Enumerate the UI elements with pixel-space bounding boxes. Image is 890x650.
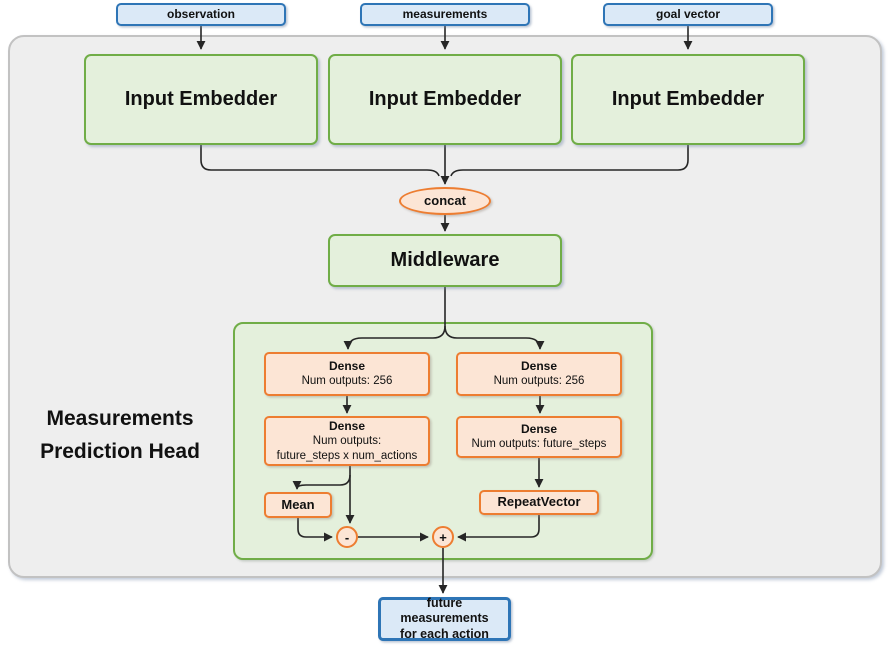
minus-operator-node: -: [336, 526, 358, 548]
left-dense2-box: Dense Num outputs: future_steps x num_ac…: [264, 416, 430, 466]
left-dense1-title: Dense: [328, 359, 366, 374]
head-title: Measurements Prediction Head: [14, 403, 226, 468]
right-dense1-title: Dense: [520, 359, 558, 374]
middleware-box: Middleware: [328, 234, 562, 287]
plus-operator-node: +: [432, 526, 454, 548]
left-dense1-subtitle: Num outputs: 256: [301, 375, 393, 388]
right-dense1-box: Dense Num outputs: 256: [456, 352, 622, 396]
input-box-observation: observation: [116, 3, 286, 26]
output-label-line2: for each action: [400, 626, 489, 641]
left-dense2-title: Dense: [328, 419, 366, 434]
left-dense1-box: Dense Num outputs: 256: [264, 352, 430, 396]
output-box-future-measurements: future measurements for each action: [378, 595, 511, 641]
input-embedder-label: Input Embedder: [611, 88, 765, 110]
right-dense2-title: Dense: [520, 422, 558, 437]
right-dense1-subtitle: Num outputs: 256: [493, 375, 585, 388]
middleware-label: Middleware: [390, 249, 500, 271]
output-label-line1: future measurements: [400, 595, 489, 626]
measurements-label: measurements: [402, 7, 488, 21]
input-embedder-box-right: Input Embedder: [571, 54, 805, 145]
repeatvector-box: RepeatVector: [479, 490, 599, 515]
concat-label: concat: [424, 192, 466, 208]
input-box-measurements: measurements: [360, 3, 530, 26]
repeatvector-label: RepeatVector: [497, 494, 581, 510]
input-embedder-box-left: Input Embedder: [84, 54, 318, 145]
observation-label: observation: [166, 7, 235, 21]
left-dense2-subtitle: Num outputs:: [312, 435, 382, 448]
input-embedder-label: Input Embedder: [368, 88, 522, 110]
head-title-line1: Measurements: [46, 407, 194, 430]
right-dense2-box: Dense Num outputs: future_steps: [456, 416, 622, 458]
arrow-left-dense2-to-mean: [292, 474, 351, 490]
minus-label: -: [344, 529, 350, 545]
left-dense2-subtitle2: future_steps x num_actions: [276, 449, 418, 462]
right-dense2-subtitle: Num outputs: future_steps: [471, 438, 607, 451]
goal-vector-label: goal vector: [655, 7, 721, 21]
arrow-repeatvector-to-plus: [457, 515, 540, 542]
head-title-line2: Prediction Head: [40, 439, 200, 463]
arrow-split-to-right-dense: [444, 325, 545, 350]
input-embedder-label: Input Embedder: [124, 88, 278, 110]
plus-label: +: [439, 529, 447, 545]
merge-line-right-embedder: [450, 145, 689, 177]
input-embedder-box-center: Input Embedder: [328, 54, 562, 145]
arrow-mean-to-minus: [297, 518, 333, 542]
mean-box: Mean: [264, 492, 332, 518]
arrow-split-to-left-dense: [343, 325, 446, 350]
input-box-goal-vector: goal vector: [603, 3, 773, 26]
merge-line-left-embedder: [200, 145, 440, 177]
concat-node: concat: [399, 187, 491, 215]
mean-label: Mean: [281, 496, 315, 512]
